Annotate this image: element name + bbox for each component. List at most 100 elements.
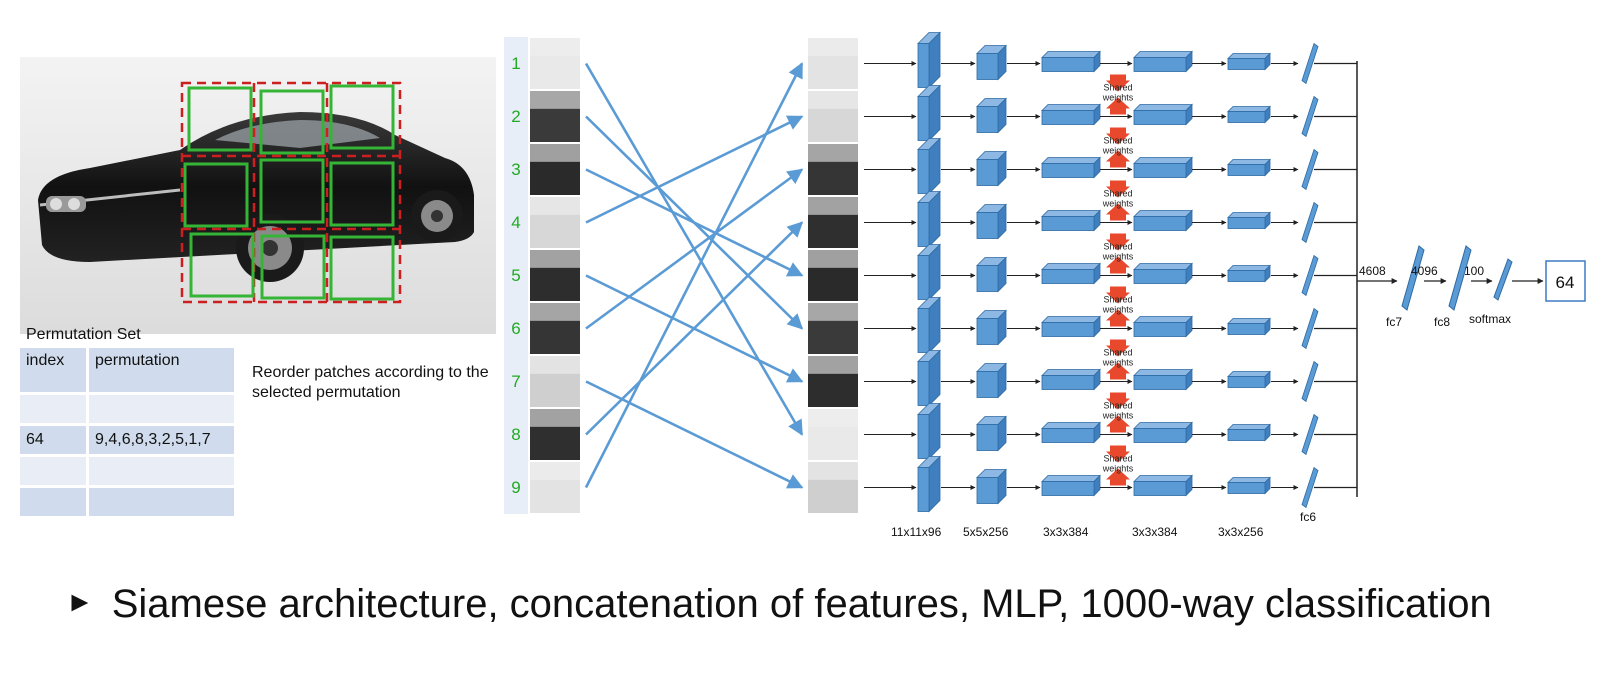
shared-weights-label: Shared bbox=[1103, 242, 1132, 252]
patch-highlight bbox=[530, 91, 580, 109]
conv3-block-top bbox=[1041, 422, 1101, 429]
fc6-layer bbox=[1301, 254, 1319, 297]
conv5-block-top bbox=[1227, 212, 1271, 218]
shared-up-arrow-icon bbox=[1106, 256, 1130, 274]
conv3-block-top bbox=[1041, 263, 1101, 270]
output-value: 64 bbox=[1556, 273, 1575, 292]
conv2-block bbox=[976, 106, 999, 133]
patch-number: 8 bbox=[511, 425, 520, 444]
shared-down-arrow-icon bbox=[1106, 127, 1130, 145]
conv3-block bbox=[1041, 322, 1095, 337]
patch-highlight bbox=[530, 144, 580, 162]
conv5-block bbox=[1227, 217, 1266, 229]
shared-weights-label: Shared bbox=[1103, 295, 1132, 305]
reorder-arrow bbox=[584, 62, 804, 489]
patch-highlight bbox=[808, 462, 858, 480]
conv3-block bbox=[1041, 216, 1095, 231]
shared-weights-label: Shared bbox=[1103, 83, 1132, 93]
table-row bbox=[20, 488, 234, 519]
conv1-block bbox=[917, 149, 930, 194]
conv4-block bbox=[1133, 481, 1187, 496]
shared-weights-label: weights bbox=[1102, 252, 1134, 262]
shared-down-arrow-icon bbox=[1106, 392, 1130, 410]
cell-permutation bbox=[89, 488, 234, 519]
shared-down-arrow-icon bbox=[1106, 180, 1130, 198]
conv3-block-top bbox=[1041, 157, 1101, 164]
patch-highlight bbox=[808, 303, 858, 321]
conv5-block bbox=[1227, 58, 1266, 70]
conv5-block-top bbox=[1227, 106, 1271, 112]
conv4-block-top bbox=[1133, 157, 1193, 164]
conv1-block bbox=[917, 43, 930, 88]
conv1-block bbox=[917, 202, 930, 247]
cell-index bbox=[20, 457, 89, 488]
fc6-layer bbox=[1301, 95, 1319, 138]
conv2-block bbox=[976, 265, 999, 292]
conv4-block-top bbox=[1133, 210, 1193, 217]
reorder-arrow bbox=[584, 62, 804, 436]
permutation-table: index permutation 64 9,4,6,8,3,2,5,1,7 bbox=[20, 348, 234, 519]
patch-highlight bbox=[808, 38, 858, 56]
fc6-layer bbox=[1301, 148, 1319, 191]
conv2-block bbox=[976, 371, 999, 398]
cell-index bbox=[20, 488, 89, 519]
patch-number: 5 bbox=[511, 266, 520, 285]
table-row bbox=[20, 457, 234, 488]
cell-permutation bbox=[89, 395, 234, 426]
shared-down-arrow-icon bbox=[1106, 233, 1130, 251]
reordered-patch-column bbox=[808, 38, 858, 513]
patch-highlight bbox=[530, 38, 580, 56]
conv5-block-top bbox=[1227, 424, 1271, 430]
conv5-block-top bbox=[1227, 53, 1271, 59]
conv4-block-top bbox=[1133, 104, 1193, 111]
conv2-block bbox=[976, 159, 999, 186]
conv1-block bbox=[917, 308, 930, 353]
fc6-layer bbox=[1301, 466, 1319, 509]
softmax-label: softmax bbox=[1469, 312, 1511, 326]
shared-weights-label: Shared bbox=[1103, 454, 1132, 464]
shared-down-arrow-icon bbox=[1106, 74, 1130, 92]
output-box bbox=[1545, 260, 1586, 302]
shared-weights-label: weights bbox=[1102, 358, 1134, 368]
conv3-block-top bbox=[1041, 104, 1101, 111]
permutation-set-title: Permutation Set bbox=[26, 326, 141, 343]
conv1-block bbox=[917, 467, 930, 512]
patch-highlight bbox=[808, 250, 858, 268]
layer-labels: 11x11x96 5x5x256 3x3x384 3x3x384 3x3x256 bbox=[891, 525, 1264, 539]
shared-up-arrow-icon bbox=[1106, 97, 1130, 115]
shared-weights-label: Shared bbox=[1103, 348, 1132, 358]
fc6-layer bbox=[1301, 413, 1319, 456]
conv5-block bbox=[1227, 482, 1266, 494]
dim-4096-label: 4096 bbox=[1411, 264, 1438, 278]
patch-highlight bbox=[530, 197, 580, 215]
conv4-block bbox=[1133, 428, 1187, 443]
patch-number: 3 bbox=[511, 160, 520, 179]
patch-highlight bbox=[530, 250, 580, 268]
softmax-layer bbox=[1493, 258, 1513, 301]
shared-weights-label: weights bbox=[1102, 199, 1134, 209]
cell-permutation bbox=[89, 457, 234, 488]
conv4-block bbox=[1133, 216, 1187, 231]
conv4-block bbox=[1133, 375, 1187, 390]
patch-number: 7 bbox=[511, 372, 520, 391]
conv5-block bbox=[1227, 164, 1266, 176]
shared-weights-label: Shared bbox=[1103, 401, 1132, 411]
dim-100-label: 100 bbox=[1464, 264, 1484, 278]
patch-number: 6 bbox=[511, 319, 520, 338]
fc6-label: fc6 bbox=[1300, 510, 1316, 524]
shared-weights-label: weights bbox=[1102, 93, 1134, 103]
shared-weights-label: weights bbox=[1102, 411, 1134, 421]
table-row bbox=[20, 395, 234, 426]
